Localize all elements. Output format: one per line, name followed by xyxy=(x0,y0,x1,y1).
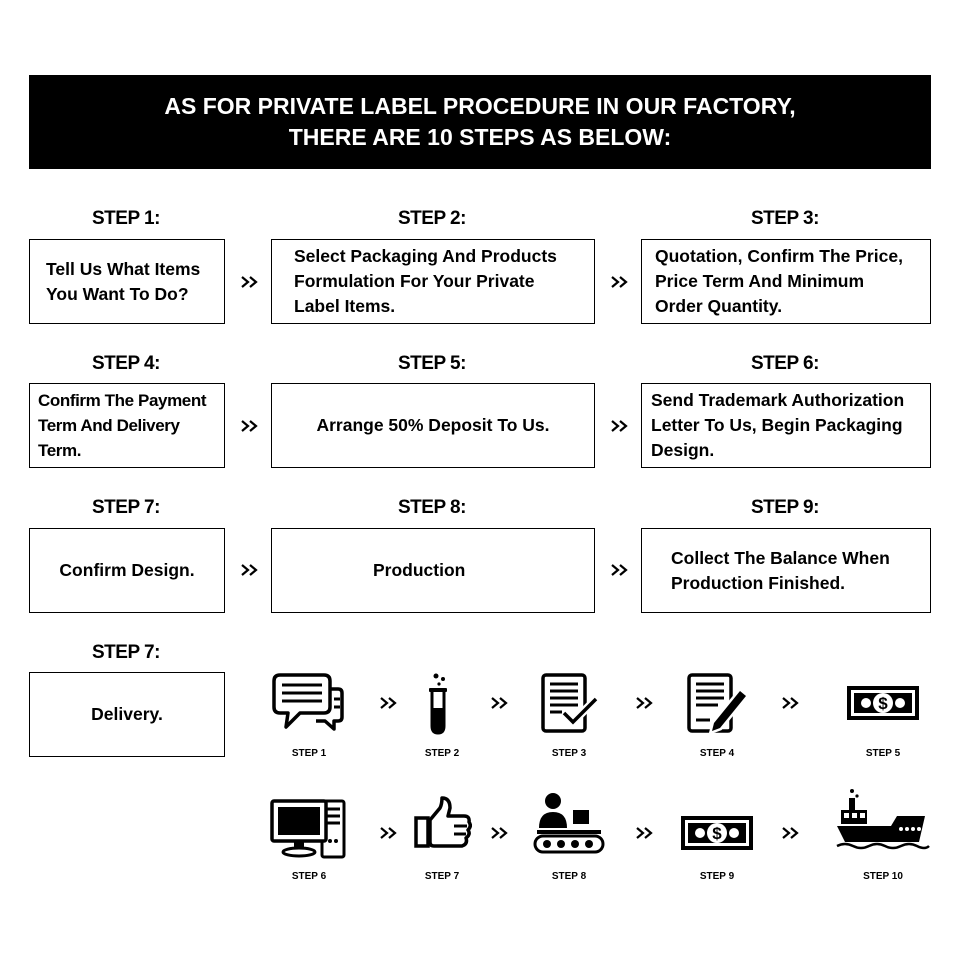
step-6-line: Letter To Us, Begin Packaging xyxy=(651,415,903,435)
step-6-heading: STEP 6: xyxy=(751,353,819,374)
step-7-line: Confirm Design. xyxy=(59,560,195,580)
cargo-ship-icon xyxy=(836,789,930,850)
icon-label: STEP 1 xyxy=(291,748,327,759)
step-10-line: Delivery. xyxy=(91,704,163,724)
conveyor-worker-icon xyxy=(533,793,605,854)
step-1-heading: STEP 1: xyxy=(92,208,160,229)
icon-label: STEP 9 xyxy=(699,871,735,882)
step-4-box: Confirm The Payment Term And Delivery Te… xyxy=(29,383,225,468)
step-9-line: Production Finished. xyxy=(671,572,846,593)
icon-label: STEP 4 xyxy=(699,748,735,759)
chevron-double-right-icon xyxy=(781,696,799,710)
step-3-line: Price Term And Minimum xyxy=(655,271,865,291)
chevron-double-right-icon xyxy=(490,826,508,840)
computer-icon xyxy=(270,799,346,859)
title-banner: AS FOR PRIVATE LABEL PROCEDURE IN OUR FA… xyxy=(29,75,931,169)
chevron-double-right-icon xyxy=(240,563,258,577)
step-4-line: Term. xyxy=(38,441,82,460)
step-9-heading: STEP 9: xyxy=(751,497,819,518)
icon-label: STEP 7 xyxy=(424,871,460,882)
step-2-line: Label Items. xyxy=(294,296,396,316)
step-1-line: Tell Us What Items xyxy=(46,258,201,279)
step-10-heading: STEP 7: xyxy=(92,642,160,663)
step-2-heading: STEP 2: xyxy=(398,208,466,229)
signing-document-icon xyxy=(687,673,748,735)
chevron-double-right-icon xyxy=(379,696,397,710)
chevron-double-right-icon xyxy=(610,563,628,577)
chevron-double-right-icon xyxy=(490,696,508,710)
step-7-heading: STEP 7: xyxy=(92,497,160,518)
step-10-box: Delivery. xyxy=(29,672,225,757)
step-3-heading: STEP 3: xyxy=(751,208,819,229)
step-5-box: Arrange 50% Deposit To Us. xyxy=(271,383,595,468)
step-2-line: Formulation For Your Private xyxy=(294,271,535,291)
step-8-box: Production xyxy=(271,528,595,613)
thumbs-up-icon xyxy=(414,796,472,848)
chevron-double-right-icon xyxy=(781,826,799,840)
icon-label: STEP 10 xyxy=(863,871,903,882)
step-3-box: Quotation, Confirm The Price, Price Term… xyxy=(641,239,931,324)
step-3-line: Quotation, Confirm The Price, xyxy=(655,246,903,266)
step-4-line: Confirm The Payment xyxy=(38,391,207,410)
step-1-line: You Want To Do? xyxy=(46,283,189,304)
icon-label: STEP 5 xyxy=(865,748,901,759)
step-1-box: Tell Us What Items You Want To Do? xyxy=(29,239,225,324)
chevron-double-right-icon xyxy=(610,275,628,289)
icon-label: STEP 6 xyxy=(291,871,327,882)
step-4-line: Term And Delivery xyxy=(38,416,180,435)
step-3-line: Order Quantity. xyxy=(655,296,783,316)
step-4-heading: STEP 4: xyxy=(92,353,160,374)
step-7-box: Confirm Design. xyxy=(29,528,225,613)
cash-icon: $ xyxy=(847,686,919,720)
chevron-double-right-icon xyxy=(240,275,258,289)
chevron-double-right-icon xyxy=(635,826,653,840)
step-6-line: Send Trademark Authorization xyxy=(651,390,905,410)
step-2-box: Select Packaging And Products Formulatio… xyxy=(271,239,595,324)
checked-document-icon xyxy=(541,673,599,733)
chevron-double-right-icon xyxy=(635,696,653,710)
step-9-line: Collect The Balance When xyxy=(671,547,890,568)
dollar-sign: $ xyxy=(878,694,888,713)
step-8-line: Production xyxy=(373,560,466,580)
cash-icon: $ xyxy=(681,816,753,850)
chevron-double-right-icon xyxy=(610,419,628,433)
step-5-line: Arrange 50% Deposit To Us. xyxy=(316,415,550,435)
chevron-double-right-icon xyxy=(379,826,397,840)
chevron-double-right-icon xyxy=(240,419,258,433)
test-tube-icon xyxy=(429,673,447,735)
icon-label: STEP 2 xyxy=(424,748,460,759)
step-6-box: Send Trademark Authorization Letter To U… xyxy=(641,383,931,468)
title-line-1: AS FOR PRIVATE LABEL PROCEDURE IN OUR FA… xyxy=(164,93,796,119)
dollar-sign: $ xyxy=(712,824,722,843)
chat-bubbles-icon xyxy=(272,673,344,731)
title-line-2: THERE ARE 10 STEPS AS BELOW: xyxy=(288,124,672,150)
icon-label: STEP 3 xyxy=(551,748,587,759)
step-8-heading: STEP 8: xyxy=(398,497,466,518)
icon-label: STEP 8 xyxy=(551,871,587,882)
step-9-box: Collect The Balance When Production Fini… xyxy=(641,528,931,613)
step-6-line: Design. xyxy=(651,440,715,460)
step-2-line: Select Packaging And Products xyxy=(294,246,557,266)
step-5-heading: STEP 5: xyxy=(398,353,466,374)
